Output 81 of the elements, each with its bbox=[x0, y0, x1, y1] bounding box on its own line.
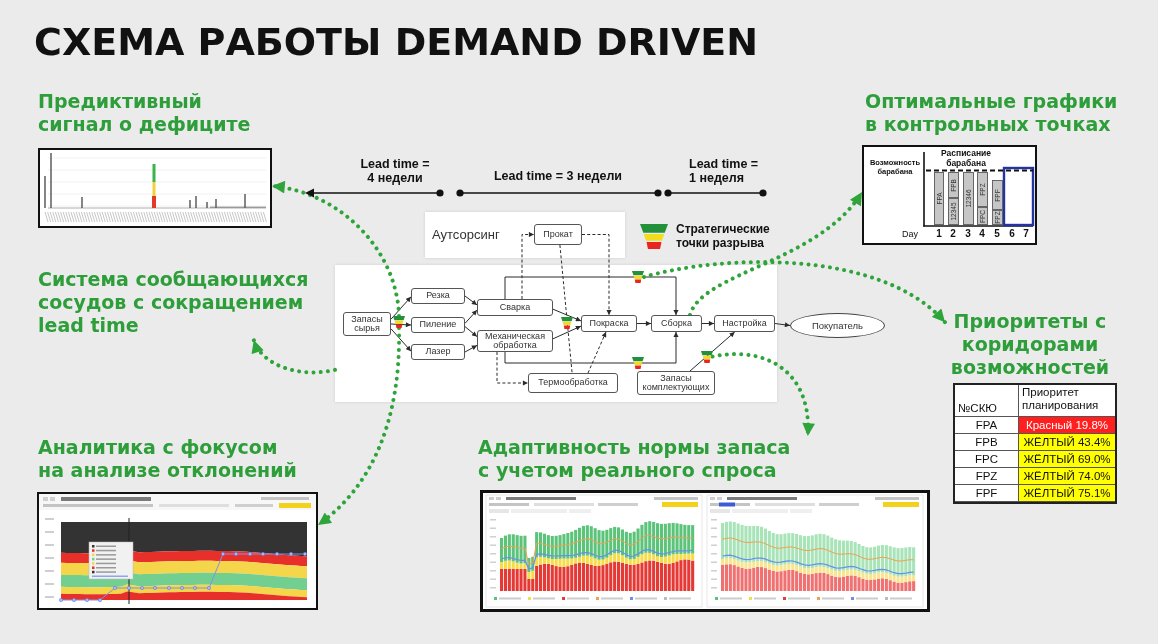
process-box: Запасы комплектующих bbox=[637, 371, 715, 395]
dashed-arrow bbox=[581, 234, 612, 316]
legend-text: Стратегические точки разрыва bbox=[676, 222, 771, 250]
dashed-arrow bbox=[521, 231, 535, 300]
process-box: Механическая обработка bbox=[477, 330, 553, 352]
table-cell: FPC bbox=[955, 451, 1019, 468]
axis-label: 2 bbox=[949, 228, 957, 240]
chart-screenshot bbox=[37, 492, 318, 610]
heading: Аналитика с фокусом на анализе отклонений bbox=[38, 436, 298, 482]
diagram-panel bbox=[335, 265, 777, 402]
arrow bbox=[774, 322, 791, 328]
process-box: Прокат bbox=[534, 224, 582, 245]
funnel-icon bbox=[632, 271, 644, 283]
arrow bbox=[464, 344, 478, 353]
arrow bbox=[390, 322, 412, 328]
process-box: Термообработка bbox=[528, 373, 618, 393]
dashed-line bbox=[559, 244, 573, 374]
terminal-ellipse: Покупатель bbox=[790, 313, 885, 338]
funnel-icon bbox=[632, 357, 644, 369]
table-cell: ЖЁЛТЫЙ 75.1% bbox=[1019, 485, 1115, 502]
arrow bbox=[552, 308, 582, 322]
dashed-arrow bbox=[251, 338, 337, 375]
process-box: Лазер bbox=[411, 344, 465, 360]
arrow bbox=[504, 276, 679, 316]
table-cell: FPA bbox=[955, 417, 1019, 434]
table-cell: Приоритет планирования bbox=[1019, 385, 1115, 417]
heading: Приоритеты с коридорами возможностей bbox=[945, 310, 1115, 382]
table-cell: FPB bbox=[955, 434, 1019, 451]
dashed-arrow bbox=[710, 352, 815, 438]
arrow bbox=[552, 325, 582, 340]
process-box: Сварка bbox=[477, 299, 553, 316]
table-cell: ЖЁЛТЫЙ 74.0% bbox=[1019, 468, 1115, 485]
table-cell: №СКЮ bbox=[955, 385, 1019, 417]
funnel-icon bbox=[393, 316, 405, 328]
funnel-icon bbox=[700, 350, 713, 363]
chart-screenshot bbox=[38, 148, 272, 228]
table-cell: FPZ bbox=[955, 468, 1019, 485]
axis-label: 1 bbox=[935, 228, 943, 240]
arrow bbox=[504, 331, 679, 364]
dashed-arrow bbox=[270, 181, 401, 318]
dashed-arrow bbox=[587, 331, 607, 374]
axis-label: 4 bbox=[978, 228, 986, 240]
table-cell: ЖЁЛТЫЙ 43.4% bbox=[1019, 434, 1115, 451]
heading: Оптимальные графики в контрольных точках bbox=[865, 90, 1119, 136]
dimension-label: Lead time = 1 неделя bbox=[689, 157, 760, 185]
table-cell: Красный 19.8% bbox=[1019, 417, 1115, 434]
arrow bbox=[464, 326, 478, 338]
dashed-arrow bbox=[688, 190, 864, 317]
dimension-label: Lead time = 4 недели bbox=[359, 157, 431, 185]
arrow bbox=[464, 295, 478, 306]
heading: Адаптивность нормы запаса с учетом реального спроса bbox=[478, 436, 818, 484]
heading: Система сообщающихся сосудов с сокращением lead time bbox=[38, 268, 328, 340]
heading: Предиктивный сигнал о дефиците bbox=[38, 90, 252, 136]
dashed-arrow bbox=[642, 260, 947, 325]
title: СХЕМА РАБОТЫ DEMAND DRIVEN bbox=[34, 20, 759, 64]
axis-label: 3 bbox=[964, 228, 972, 240]
process-box: Пиление bbox=[411, 317, 465, 333]
arrow bbox=[636, 320, 652, 327]
table-cell: FPF bbox=[955, 485, 1019, 502]
arrow bbox=[701, 320, 715, 327]
axis-label: 5 bbox=[993, 228, 1001, 240]
axis-label: Day bbox=[901, 229, 919, 240]
outsourcing-panel bbox=[425, 212, 625, 258]
process-box: Сборка bbox=[651, 315, 702, 332]
dimension-label: Lead time = 3 недели bbox=[492, 169, 623, 183]
axis-label: 6 bbox=[1008, 228, 1016, 240]
axis-label: 7 bbox=[1022, 228, 1030, 240]
funnel-icon bbox=[560, 316, 573, 329]
process-box: Запасы сырья bbox=[343, 312, 391, 336]
table-cell: ЖЁЛТЫЙ 69.0% bbox=[1019, 451, 1115, 468]
arrow bbox=[390, 296, 412, 320]
dashed-arrow bbox=[496, 351, 529, 386]
arrow bbox=[464, 309, 478, 324]
dashed-arrow bbox=[316, 326, 401, 527]
process-box: Резка bbox=[411, 288, 465, 304]
arrow bbox=[689, 331, 736, 372]
arrow bbox=[390, 328, 412, 352]
group-title: Аутсорсинг bbox=[432, 227, 500, 242]
chart-label: Расписание барабана bbox=[940, 148, 992, 168]
process-box: Настройка bbox=[714, 315, 775, 332]
process-box: Покраска bbox=[581, 315, 637, 332]
